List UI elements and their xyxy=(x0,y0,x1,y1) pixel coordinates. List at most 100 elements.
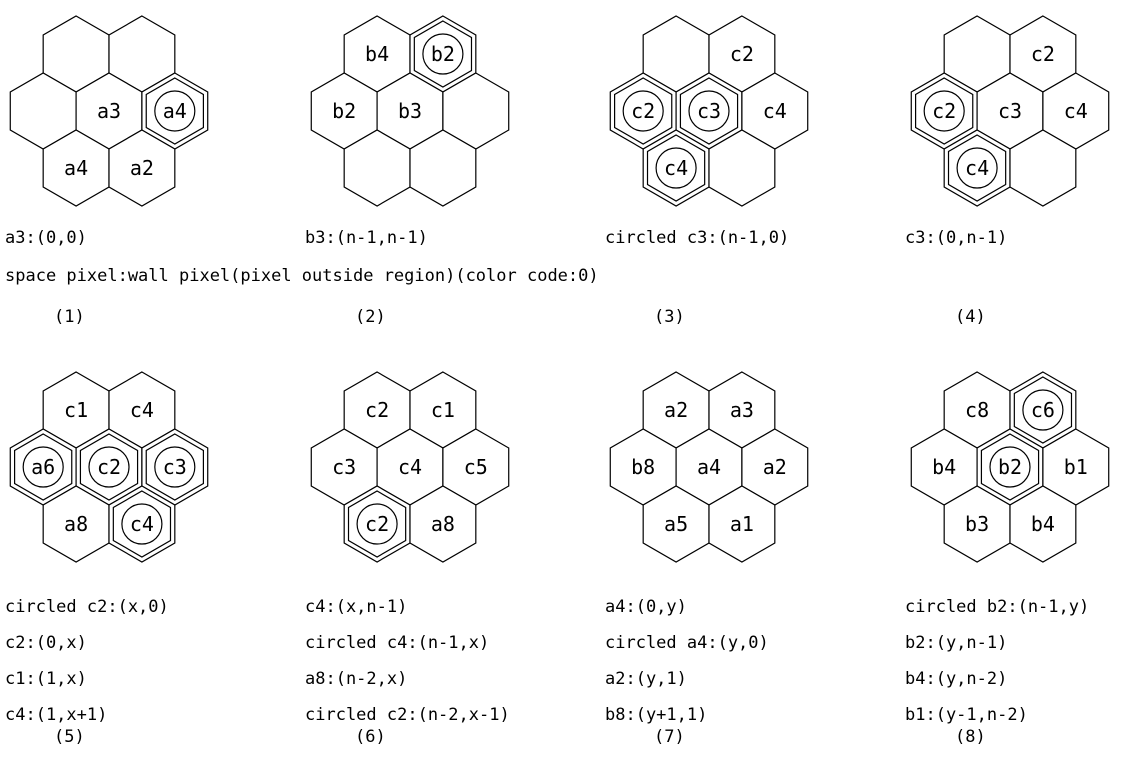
hex-cell: a6 xyxy=(9,428,77,506)
hex-label: a4 xyxy=(697,455,721,479)
hex-label: a3 xyxy=(97,99,121,123)
hex-cell: a2 xyxy=(642,371,710,449)
panel-caption: (6) xyxy=(355,727,386,747)
hex-cell: c2 xyxy=(75,428,143,506)
hex-label: a1 xyxy=(730,512,754,536)
hex-inner-outline xyxy=(413,20,473,88)
hex-cell: b2 xyxy=(976,428,1044,506)
hex-cell: c2 xyxy=(343,371,411,449)
hex-cell: b3 xyxy=(943,485,1011,563)
coordinate-note: circled b2:(n-1,y) xyxy=(905,597,1089,617)
hex-label: c4 xyxy=(664,156,688,180)
hex-cell: a4 xyxy=(675,428,743,506)
hex-inner-outline xyxy=(14,433,73,501)
label-circle xyxy=(923,90,965,132)
hex-inner-outline xyxy=(145,433,204,501)
hex-label: a6 xyxy=(31,455,55,479)
coordinate-note: c2:(0,x) xyxy=(5,633,87,653)
coordinate-note: b2:(y,n-1) xyxy=(905,633,1007,653)
label-circle xyxy=(989,446,1031,488)
hex-outline xyxy=(108,129,176,207)
hex-label: c2 xyxy=(932,99,956,123)
hex-inner-outline xyxy=(347,490,407,558)
footnote: space pixel:wall pixel(pixel outside reg… xyxy=(5,266,599,286)
coordinate-note: c1:(1,x) xyxy=(5,669,87,689)
hex-cell: c2 xyxy=(708,15,776,93)
hex-label: c2 xyxy=(631,99,655,123)
hex-inner-outline xyxy=(947,134,1007,202)
hex-outline xyxy=(409,485,477,563)
hex-label: a2 xyxy=(664,398,688,422)
hex-label: c2 xyxy=(1031,42,1055,66)
panel-caption: (8) xyxy=(955,727,986,747)
panel-caption: (2) xyxy=(355,307,386,327)
hex-outline xyxy=(708,485,776,563)
hex-cell: c2 xyxy=(609,72,677,150)
hex-cell: b1 xyxy=(1042,428,1110,506)
hex-cell xyxy=(1009,129,1077,207)
coordinate-note: circled c2:(x,0) xyxy=(5,597,169,617)
hex-cell: c4 xyxy=(108,485,176,563)
hex-label: b4 xyxy=(1031,512,1055,536)
hex-outline xyxy=(409,129,477,207)
hex-cell: c4 xyxy=(1042,72,1110,150)
hex-label: c4 xyxy=(130,512,154,536)
coordinate-note: b3:(n-1,n-1) xyxy=(305,228,428,248)
hex-label: a2 xyxy=(130,156,154,180)
hex-label: b3 xyxy=(398,99,422,123)
hex-cell xyxy=(708,129,776,207)
hex-cell: a8 xyxy=(42,485,110,563)
hex-label: c3 xyxy=(998,99,1022,123)
hex-outline xyxy=(108,485,176,563)
label-circle xyxy=(422,33,464,75)
coordinate-note: a3:(0,0) xyxy=(5,228,87,248)
label-circle xyxy=(88,446,130,488)
hex-inner-outline xyxy=(980,433,1040,501)
hex-cell: c4 xyxy=(943,129,1011,207)
coordinate-note: b1:(y-1,n-2) xyxy=(905,705,1028,725)
hex-cell: c2 xyxy=(343,485,411,563)
hex-label: c2 xyxy=(365,398,389,422)
hex-label: b8 xyxy=(631,455,655,479)
coordinate-note: c3:(0,n-1) xyxy=(905,228,1007,248)
hex-label: c4 xyxy=(1064,99,1088,123)
coordinate-note: circled c4:(n-1,x) xyxy=(305,633,489,653)
hex-label: c8 xyxy=(965,398,989,422)
hex-label: c3 xyxy=(163,455,187,479)
hex-cell: b2 xyxy=(409,15,477,93)
hex-cell: a4 xyxy=(42,129,110,207)
hex-cell: b4 xyxy=(343,15,411,93)
panel-caption: (7) xyxy=(654,727,685,747)
coordinate-note: circled a4:(y,0) xyxy=(605,633,769,653)
coordinate-note: circled c2:(n-2,x-1) xyxy=(305,705,510,725)
label-circle xyxy=(154,446,196,488)
hex-inner-outline xyxy=(613,77,673,145)
hex-cell: a2 xyxy=(108,129,176,207)
hex-label: c3 xyxy=(332,455,356,479)
hex-cell: b4 xyxy=(1009,485,1077,563)
hex-label: c1 xyxy=(64,398,88,422)
hex-label: a5 xyxy=(664,512,688,536)
coordinate-note: c4:(1,x+1) xyxy=(5,705,107,725)
hex-label: a4 xyxy=(64,156,88,180)
label-circle xyxy=(356,503,398,545)
label-circle xyxy=(655,147,697,189)
label-circle xyxy=(1022,389,1064,431)
hex-cell: c3 xyxy=(141,428,209,506)
coordinate-note: b4:(y,n-2) xyxy=(905,669,1007,689)
hex-label: c4 xyxy=(965,156,989,180)
hex-label: c4 xyxy=(398,455,422,479)
panel-caption: (5) xyxy=(54,727,85,747)
label-circle xyxy=(956,147,998,189)
hex-label: c6 xyxy=(1031,398,1055,422)
hex-cell: c3 xyxy=(675,72,743,150)
label-circle xyxy=(121,503,163,545)
hex-label: b4 xyxy=(932,455,956,479)
coordinate-note: circled c3:(n-1,0) xyxy=(605,228,789,248)
